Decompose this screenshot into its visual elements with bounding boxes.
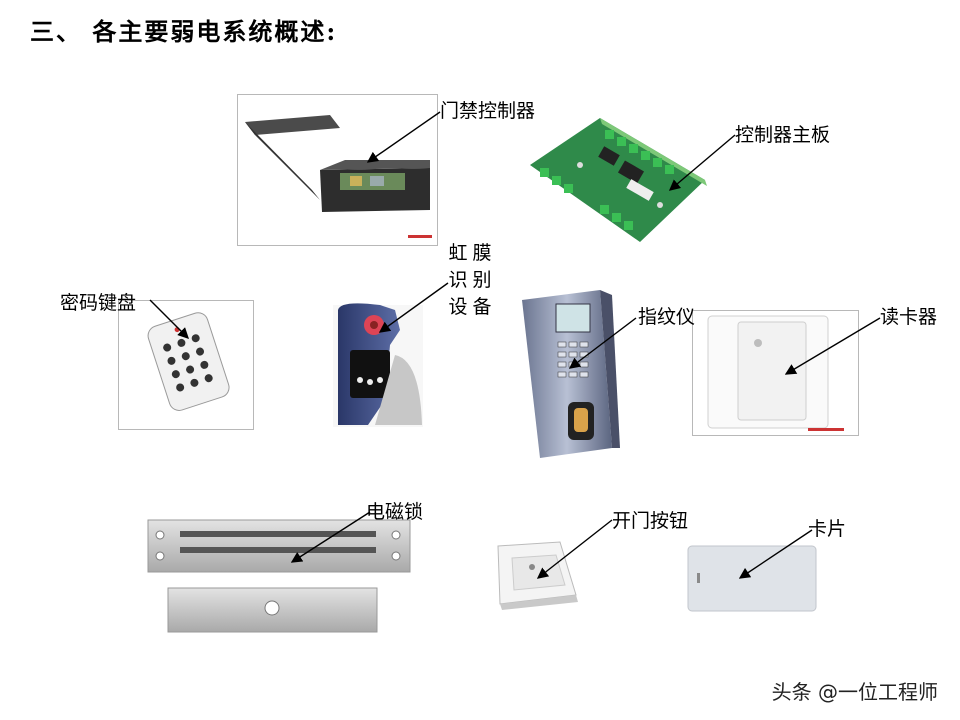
label-fingerprint: 指纹仪	[638, 306, 696, 328]
arrow-card-reader	[784, 317, 881, 375]
label-magnetic-lock: 电磁锁	[366, 501, 424, 523]
label-access-controller: 门禁控制器	[440, 100, 536, 122]
keypad-device	[147, 312, 230, 411]
label-keypad: 密码键盘	[60, 292, 137, 314]
exit-button-device	[497, 541, 578, 610]
fingerprint-device	[522, 290, 620, 458]
card-reader-device	[707, 315, 844, 431]
arrow-access-controller	[366, 111, 441, 163]
arrow-controller-board	[668, 134, 736, 191]
label-iris-char: 别	[472, 269, 492, 291]
leader-arrows	[149, 111, 881, 579]
watermark: 头条 @一位工程师	[771, 680, 938, 704]
label-iris-char: 识	[448, 269, 468, 291]
arrow-exit-button	[536, 519, 613, 579]
arrow-magnetic-lock	[290, 511, 371, 563]
iris-device	[333, 303, 423, 427]
arrow-fingerprint	[568, 317, 637, 369]
arrow-iris	[378, 282, 449, 333]
label-iris: 虹 膜 识 别 设 备	[446, 240, 494, 321]
label-iris-char: 膜	[472, 242, 492, 264]
arrow-keypad	[149, 299, 189, 339]
controller-board-device	[530, 118, 707, 242]
label-card: 卡片	[808, 518, 847, 540]
label-controller-board: 控制器主板	[735, 124, 831, 146]
label-iris-char: 设	[448, 296, 468, 318]
arrow-card	[738, 529, 813, 579]
magnetic-lock-device	[147, 519, 411, 633]
label-exit-button: 开门按钮	[612, 510, 689, 532]
label-iris-char: 虹	[448, 242, 468, 264]
label-iris-char: 备	[472, 296, 492, 318]
card-device	[687, 545, 817, 612]
slide-title: 三、 各主要弱电系统概述:	[30, 17, 338, 46]
label-card-reader: 读卡器	[880, 306, 938, 328]
access-controller-device	[245, 115, 432, 238]
